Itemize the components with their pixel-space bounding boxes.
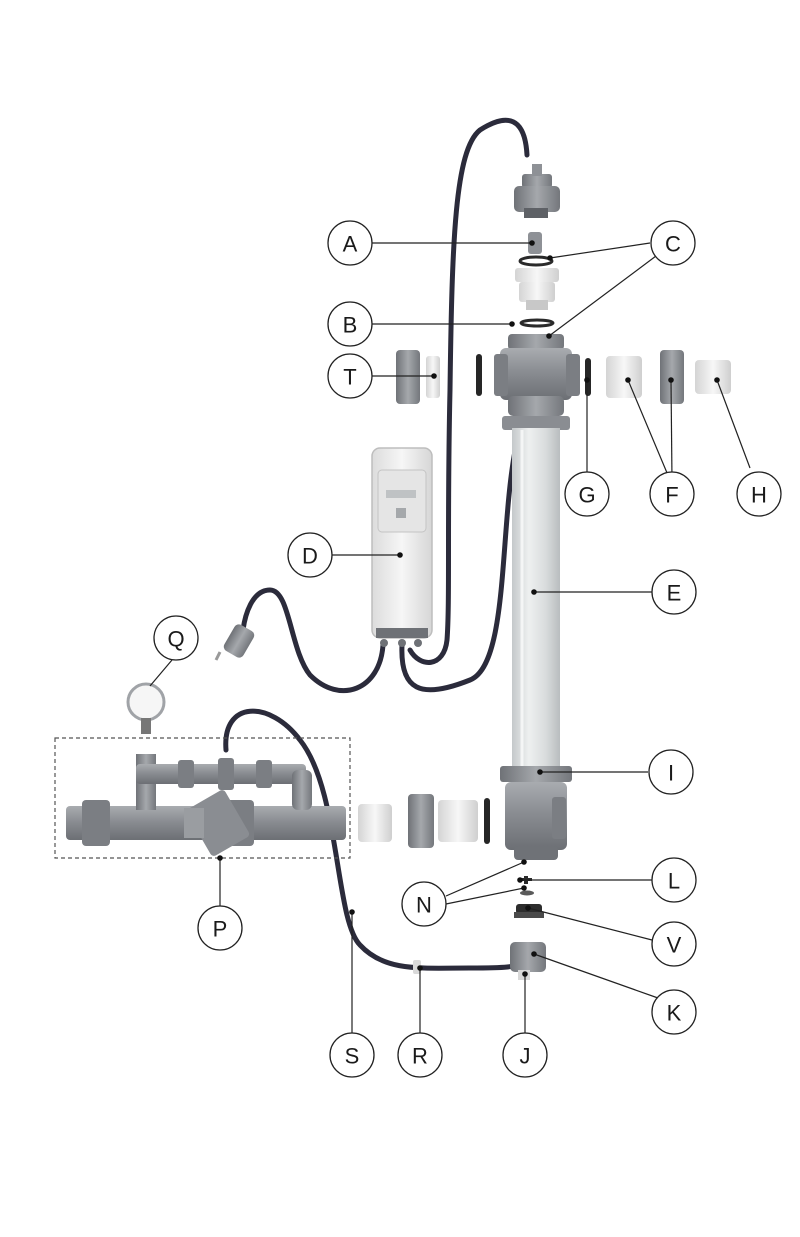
svg-text:E: E [667, 581, 682, 606]
svg-text:B: B [343, 313, 358, 338]
callout-C: C [650, 220, 696, 266]
callouts: A B T C G F H D E Q I L N P V K S R J [153, 220, 782, 1078]
svg-text:K: K [667, 1001, 682, 1026]
svg-text:V: V [667, 933, 682, 958]
leader-dots [217, 240, 720, 977]
svg-text:P: P [213, 917, 228, 942]
o-ring-N [520, 890, 534, 896]
callout-D: D [287, 532, 333, 578]
svg-text:I: I [668, 761, 674, 786]
svg-text:T: T [343, 365, 356, 390]
pressure-gauge-Q [126, 682, 166, 722]
adapter-H [695, 360, 731, 394]
svg-text:S: S [345, 1044, 360, 1069]
svg-text:L: L [668, 869, 680, 894]
top-cap-assembly [514, 164, 560, 328]
svg-text:Q: Q [167, 627, 184, 652]
uv-housing [494, 334, 580, 860]
mains-cable [240, 587, 386, 694]
svg-text:H: H [751, 483, 767, 508]
drain-cap-K [510, 942, 546, 972]
union-F-white [606, 356, 642, 398]
callout-T: T [327, 353, 373, 399]
callout-L: L [651, 857, 697, 903]
callout-J: J [502, 1032, 548, 1078]
svg-text:J: J [520, 1044, 531, 1069]
o-ring-C-top [518, 255, 554, 267]
callout-A: A [327, 220, 373, 266]
callout-S: S [329, 1032, 375, 1078]
svg-text:N: N [416, 893, 432, 918]
quartz-tube-E [512, 428, 560, 768]
hose-S-R [223, 708, 531, 971]
callout-Q: Q [153, 615, 199, 661]
callout-E: E [651, 569, 697, 615]
bypass-box [54, 737, 351, 859]
callout-F: F [649, 471, 695, 517]
callout-G: G [564, 471, 610, 517]
callout-B: B [327, 301, 373, 347]
svg-text:D: D [302, 544, 318, 569]
left-fittings [396, 350, 482, 404]
svg-text:G: G [578, 483, 595, 508]
right-fittings [585, 350, 731, 404]
callout-P: P [197, 905, 243, 951]
svg-text:R: R [412, 1044, 428, 1069]
leader-lines [149, 242, 751, 1033]
callout-H: H [736, 471, 782, 517]
mains-plug [214, 624, 255, 661]
callout-V: V [651, 921, 697, 967]
lamp-cable [407, 117, 530, 665]
union-F-nut [660, 350, 684, 404]
callout-I: I [648, 749, 694, 795]
gasket-G [585, 358, 591, 396]
o-ring-B [519, 318, 555, 328]
svg-text:A: A [343, 232, 358, 257]
bypass-assembly-P [54, 682, 351, 859]
lamp-connector-A [528, 232, 542, 254]
callout-K: K [651, 989, 697, 1035]
callout-R: R [397, 1032, 443, 1078]
cables [223, 117, 541, 971]
svg-text:F: F [665, 483, 678, 508]
svg-text:C: C [665, 232, 681, 257]
bottom-union-parts [358, 794, 490, 848]
callout-N: N [401, 881, 447, 927]
controller-D [371, 447, 433, 647]
